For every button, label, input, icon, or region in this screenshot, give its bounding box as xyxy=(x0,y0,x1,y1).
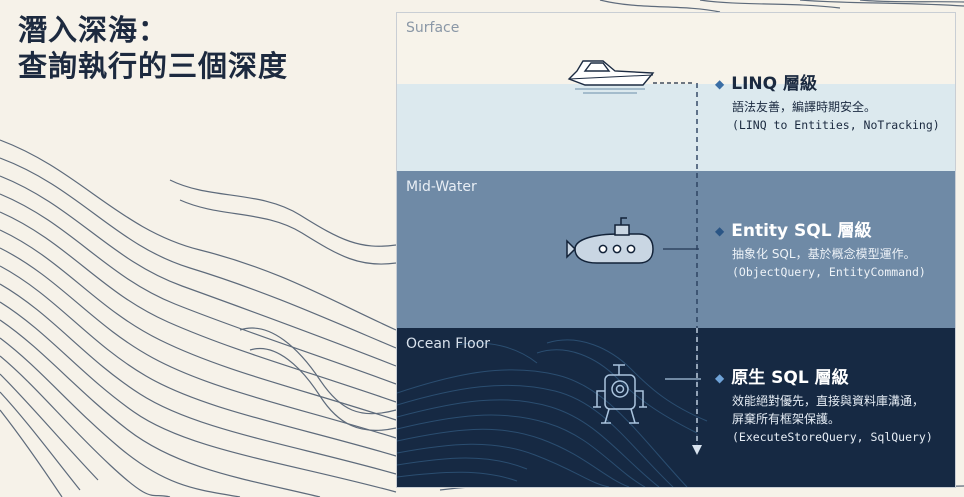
diagram-overlay xyxy=(397,60,708,487)
page-title: 潛入深海： 查詢執行的三個深度 xyxy=(18,12,288,84)
ocean-floor-contours xyxy=(397,339,708,487)
sky-band xyxy=(397,13,955,84)
diamond-bullet-icon: ◆ xyxy=(715,371,725,385)
depth-diagram-panel: Surface Mid-Water Ocean Floor ◆ LINQ 層級 語… xyxy=(396,12,956,488)
zone-label-mid-water: Mid-Water xyxy=(406,179,477,195)
page-title-line-2: 查詢執行的三個深度 xyxy=(18,49,289,83)
tier-heading-text: LINQ 層級 xyxy=(731,74,817,94)
connector-lines xyxy=(653,82,701,380)
tier-heading: ◆ LINQ 層級 xyxy=(715,73,940,95)
tier-description-line-1: 效能絕對優先，直接與資料庫溝通， xyxy=(732,394,925,408)
diamond-bullet-icon: ◆ xyxy=(715,224,725,238)
tier-description-line-2: 屏棄所有框架保護。 xyxy=(732,412,841,426)
submarine-icon xyxy=(566,217,654,264)
tier-native-sql: ◆ 原生 SQL 層級 效能絕對優先，直接與資料庫溝通， 屏棄所有框架保護。 (E… xyxy=(715,367,933,446)
diamond-bullet-icon: ◆ xyxy=(715,77,725,91)
depth-arrow xyxy=(692,83,702,455)
tier-heading: ◆ 原生 SQL 層級 xyxy=(715,367,933,389)
tier-linq: ◆ LINQ 層級 語法友善，編譯時期安全。 (LINQ to Entities,… xyxy=(715,73,940,134)
tier-technology: (LINQ to Entities, NoTracking) xyxy=(732,118,940,132)
zone-label-surface: Surface xyxy=(406,20,460,36)
tier-heading-text: Entity SQL 層級 xyxy=(731,221,872,241)
tier-entity-sql: ◆ Entity SQL 層級 抽象化 SQL，基於概念模型運作。 (Object… xyxy=(715,220,926,281)
zone-label-ocean-floor: Ocean Floor xyxy=(406,336,491,352)
tier-heading-text: 原生 SQL 層級 xyxy=(731,368,849,388)
deep-sea-rover-icon xyxy=(593,364,647,424)
tier-technology: (ObjectQuery, EntityCommand) xyxy=(732,265,926,279)
tier-description: 抽象化 SQL，基於概念模型運作。 xyxy=(732,247,916,261)
tier-technology: (ExecuteStoreQuery, SqlQuery) xyxy=(732,430,933,444)
page-title-line-1: 潛入深海： xyxy=(18,13,169,47)
tier-description: 語法友善，編譯時期安全。 xyxy=(732,100,877,114)
speedboat-icon xyxy=(567,60,655,94)
ocean-floor-band xyxy=(397,328,955,487)
tier-heading: ◆ Entity SQL 層級 xyxy=(715,220,926,242)
surface-band xyxy=(397,84,955,171)
